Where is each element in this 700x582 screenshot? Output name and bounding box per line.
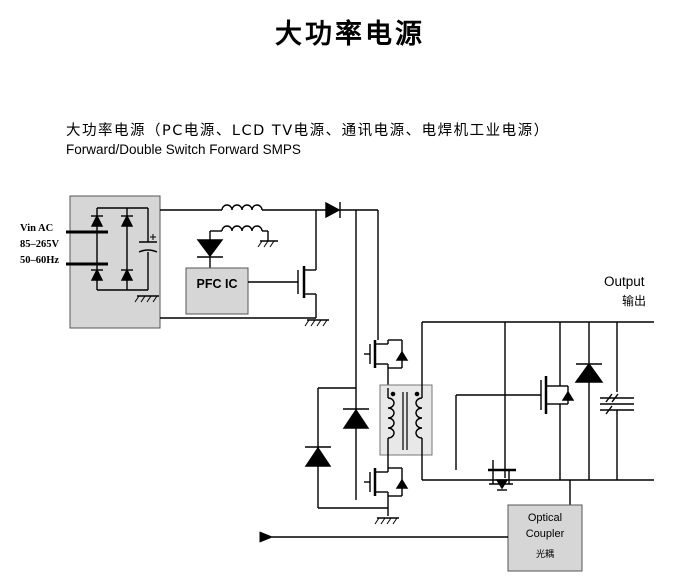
bridge-rectifier-block: [66, 195, 161, 329]
output-label-cn: 输出: [622, 294, 647, 308]
subtitle-cn: 大功率电源（PC电源、LCD TV电源、通讯电源、电焊机工业电源）: [66, 123, 550, 139]
optocoupler-label-2: Coupler: [525, 528, 565, 540]
output-stage: [421, 321, 654, 505]
pfc-stage: [160, 201, 378, 327]
optocoupler-feedback: [259, 504, 583, 572]
input-label-frequency: 50–60Hz: [20, 255, 60, 266]
optocoupler-label-1: Optical: [527, 512, 563, 524]
optocoupler-label-cn: 光耦: [535, 550, 554, 560]
output-label: Output: [604, 274, 645, 289]
forward-stage: [304, 210, 433, 525]
input-label-vin: Vin AC: [20, 223, 54, 234]
input-label-voltage: 85–265V: [20, 239, 60, 250]
pfc-ic-label: PFC IC: [196, 277, 238, 291]
subtitle-en: Forward/Double Switch Forward SMPS: [66, 142, 301, 157]
page-title: 大功率电源: [275, 19, 425, 50]
